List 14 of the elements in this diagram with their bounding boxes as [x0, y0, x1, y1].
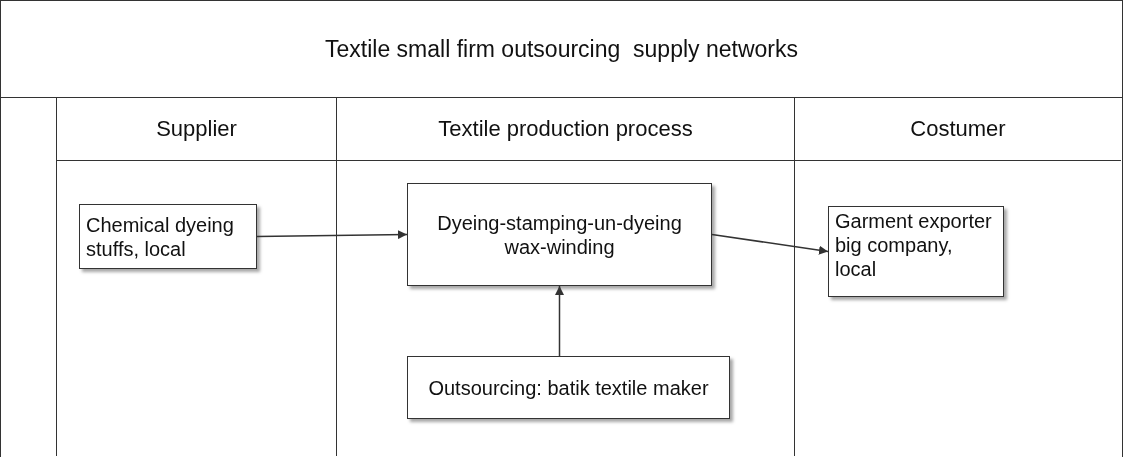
swimlane-lane	[56, 98, 336, 456]
swimlane-lane	[794, 98, 1121, 456]
arrow	[711, 233, 829, 255]
process-box: Garment exporter big company, local	[828, 206, 1004, 297]
arrow	[555, 285, 564, 357]
pool-title: Textile small firm outsourcing supply networks	[1, 1, 1122, 98]
lane-header: Supplier	[57, 98, 336, 161]
process-box: Outsourcing: batik textile maker	[407, 356, 730, 419]
lane-header: Textile production process	[337, 98, 794, 161]
swimlane-lane	[336, 98, 794, 456]
lane-header: Costumer	[795, 98, 1121, 161]
arrow	[256, 230, 408, 240]
process-box: Chemical dyeing stuffs, local	[79, 204, 257, 269]
process-box: Dyeing-stamping-un-dyeing wax-winding	[407, 183, 712, 286]
